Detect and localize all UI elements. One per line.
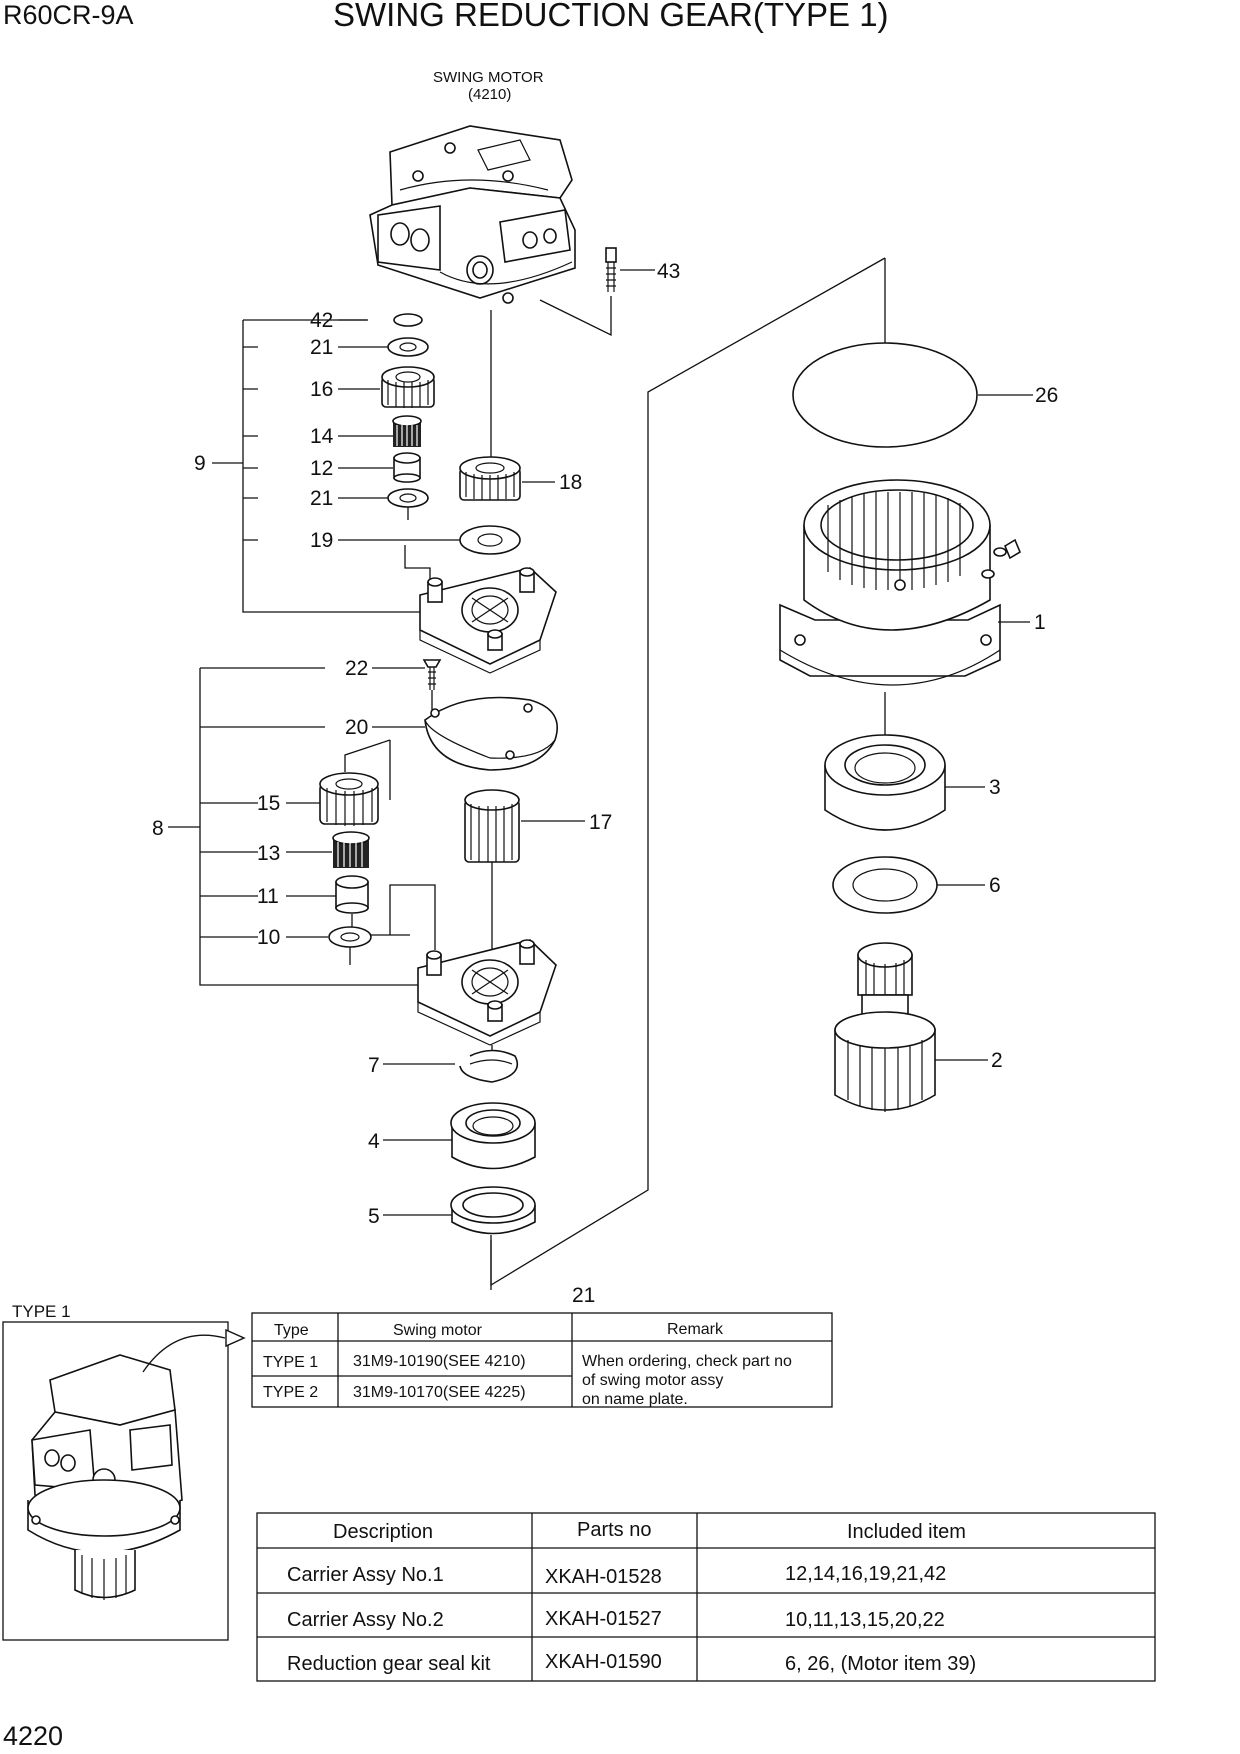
model-code: R60CR-9A — [3, 0, 134, 30]
thrust-washer-21-upper — [387, 337, 429, 357]
needle-bearing-14 — [392, 415, 422, 447]
callout-11: 11 — [257, 885, 279, 908]
kit-row-1-description: Carrier Assy No.1 — [287, 1564, 444, 1586]
type-row-1-type: TYPE 1 — [263, 1354, 318, 1371]
kit-row-2-included: 10,11,13,15,20,22 — [785, 1609, 945, 1631]
thrust-plate-19 — [459, 525, 521, 555]
kit-table-header-included: Included item — [847, 1521, 966, 1543]
oil-seal-5 — [450, 1186, 536, 1235]
callout-17: 17 — [589, 811, 612, 834]
bearing-4 — [450, 1102, 536, 1170]
type-row-1-motor: 31M9-10190(SEE 4210) — [353, 1353, 526, 1370]
callout-3: 3 — [989, 776, 1001, 799]
screw-22 — [422, 659, 442, 690]
type-row-2-type: TYPE 2 — [263, 1384, 318, 1401]
planet-gear-15 — [319, 772, 379, 826]
washer-10 — [328, 926, 372, 948]
grease-fitting — [981, 538, 1022, 579]
callout-43: 43 — [657, 260, 680, 283]
carrier-1 — [419, 567, 557, 674]
callout-6: 6 — [989, 874, 1001, 897]
kit-row-3-parts-no: XKAH-01590 — [545, 1651, 662, 1673]
callout-21-lower: 21 — [310, 487, 333, 510]
bolt-43 — [605, 247, 617, 292]
kit-row-1-included: 12,14,16,19,21,42 — [785, 1563, 946, 1585]
swing-motor-illustration — [369, 125, 576, 304]
callout-42: 42 — [310, 309, 333, 332]
bearing-3 — [824, 734, 946, 831]
callout-18: 18 — [559, 471, 582, 494]
type-row-2-motor: 31M9-10170(SEE 4225) — [353, 1384, 526, 1401]
type-table-header-remark: Remark — [667, 1321, 724, 1338]
kit-table: Description Parts no Included item Carri… — [256, 1512, 1156, 1682]
callout-26: 26 — [1035, 384, 1058, 407]
kit-row-2-description: Carrier Assy No.2 — [287, 1609, 444, 1631]
page-title: SWING REDUCTION GEAR(TYPE 1) — [333, 0, 889, 33]
type-table: Type Swing motor Remark TYPE 1 31M9-1019… — [251, 1312, 833, 1408]
type-table-remark-line1: When ordering, check part no — [582, 1353, 792, 1370]
needle-bearing-13 — [332, 831, 370, 868]
page-number: 4220 — [3, 1721, 63, 1751]
sun-gear-18 — [459, 456, 521, 501]
sun-gear-17 — [464, 789, 520, 863]
o-ring-26 — [792, 342, 978, 448]
type-inset-frame — [2, 1321, 229, 1641]
kit-row-1-parts-no: XKAH-01528 — [545, 1566, 662, 1588]
snap-ring-42 — [393, 313, 423, 327]
callout-2: 2 — [991, 1049, 1003, 1072]
planet-gear-16 — [381, 366, 435, 408]
type1-motor-illustration — [27, 1354, 183, 1600]
snap-ring-7 — [459, 1049, 519, 1083]
type-table-header-type: Type — [274, 1322, 309, 1339]
side-plate-20 — [424, 696, 558, 771]
callout-21-upper: 21 — [310, 336, 333, 359]
bushing-11 — [335, 875, 369, 914]
callout-8: 8 — [152, 817, 164, 840]
callout-12: 12 — [310, 457, 333, 480]
kit-table-header-parts-no: Parts no — [577, 1519, 651, 1541]
type-table-header-motor: Swing motor — [393, 1322, 483, 1339]
callout-15: 15 — [257, 792, 280, 815]
type-table-remark-line2: of swing motor assy — [582, 1372, 723, 1389]
carrier-2 — [417, 939, 557, 1046]
callout-13: 13 — [257, 842, 280, 865]
callout-14: 14 — [310, 425, 334, 448]
callout-16: 16 — [310, 378, 333, 401]
seal-6 — [832, 856, 938, 914]
kit-row-3-included: 6, 26, (Motor item 39) — [785, 1653, 976, 1675]
thrust-washer-21-lower — [387, 488, 429, 508]
kit-table-header-description: Description — [333, 1521, 433, 1543]
kit-row-3-description: Reduction gear seal kit — [287, 1653, 491, 1675]
callout-4: 4 — [368, 1130, 380, 1153]
ring-gear-1 — [779, 479, 1001, 686]
type-table-remark-line3: on name plate. — [582, 1391, 688, 1408]
callout-22: 22 — [345, 657, 368, 680]
callout-5: 5 — [368, 1205, 380, 1228]
callout-20: 20 — [345, 716, 368, 739]
drive-shaft-2 — [834, 942, 936, 1112]
callout-7: 7 — [368, 1054, 380, 1077]
callout-9: 9 — [194, 452, 206, 475]
bushing-12 — [393, 452, 421, 483]
callout-21-bottom: 21 — [572, 1284, 595, 1307]
callout-19: 19 — [310, 529, 333, 552]
swing-motor-label: SWING MOTOR — [433, 69, 544, 86]
kit-row-2-parts-no: XKAH-01527 — [545, 1608, 662, 1630]
callout-10: 10 — [257, 926, 280, 949]
inset-arrow — [142, 1334, 226, 1373]
callout-1: 1 — [1034, 611, 1046, 634]
type-inset-label: TYPE 1 — [12, 1302, 71, 1321]
swing-motor-ref: (4210) — [468, 86, 511, 103]
